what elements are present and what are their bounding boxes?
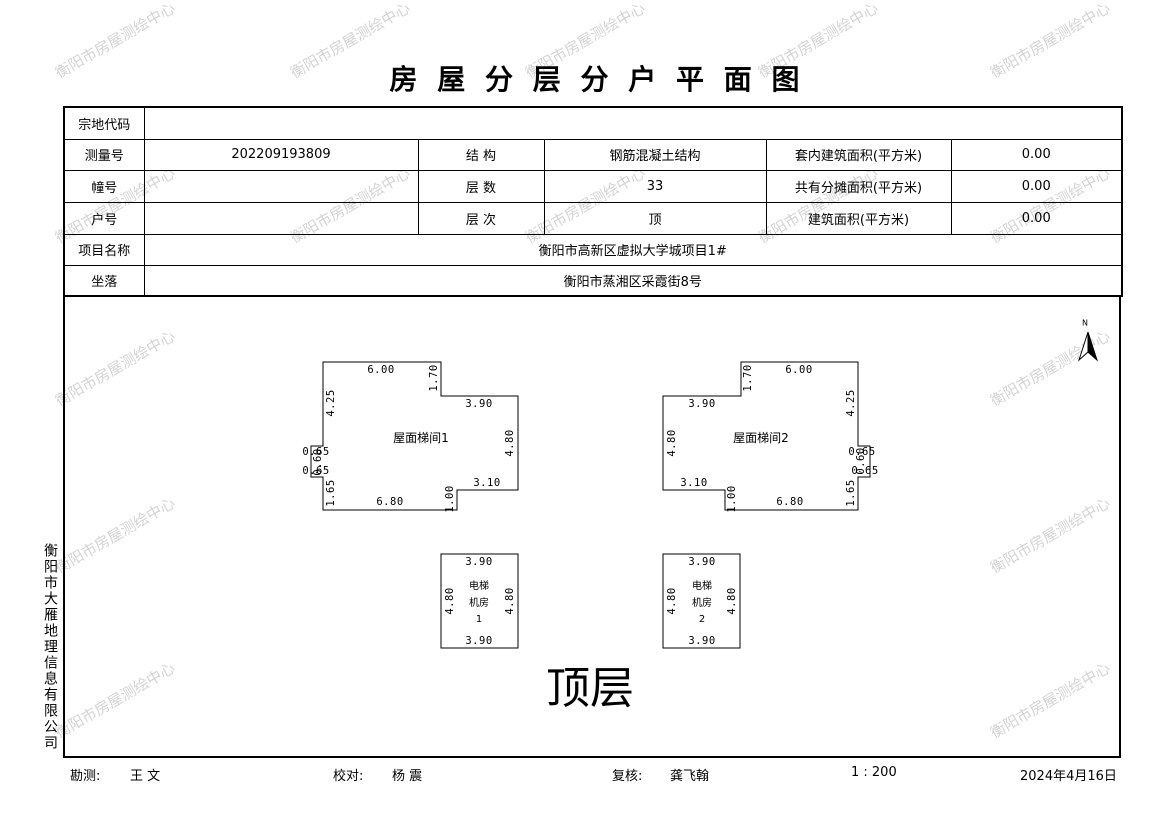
stair-room-2-outline bbox=[662, 361, 871, 511]
elevator-room-1-number: 1 bbox=[475, 614, 483, 625]
elevator-room-1-outline bbox=[440, 553, 519, 649]
dimension-label: 3.90 bbox=[465, 397, 493, 410]
dimension-label: 3.90 bbox=[688, 397, 716, 410]
inner-area-value: 0.00 bbox=[950, 138, 1123, 171]
survey-no-label: 测量号 bbox=[63, 138, 145, 171]
dimension-label: 6.80 bbox=[776, 495, 804, 508]
dimension-label: 1.65 bbox=[324, 479, 337, 507]
shared-area-value: 0.00 bbox=[950, 169, 1123, 203]
project-value: 衡阳市高新区虚拟大学城项目1# bbox=[143, 233, 1123, 266]
dimension-label: 1.00 bbox=[725, 485, 738, 513]
table-row: 项目名称 衡阳市高新区虚拟大学城项目1# bbox=[63, 233, 1123, 266]
stair-room-1-outline bbox=[310, 361, 519, 511]
location-value: 衡阳市蒸湘区采霞街8号 bbox=[143, 264, 1123, 297]
north-label: N bbox=[1082, 318, 1088, 328]
dimension-label: 1.70 bbox=[741, 364, 754, 392]
north-arrow-icon bbox=[1077, 331, 1099, 362]
inner-area-label: 套内建筑面积(平方米) bbox=[765, 138, 952, 171]
building-no-value bbox=[143, 169, 419, 203]
shared-area-label: 共有分摊面积(平方米) bbox=[765, 169, 952, 203]
dimension-label: 6.00 bbox=[785, 363, 813, 376]
table-row: 幢号 层 数 33 共有分摊面积(平方米) 0.00 bbox=[63, 169, 1123, 203]
dimension-label: 0.65 bbox=[851, 464, 879, 477]
dimension-label: 0.65 bbox=[848, 445, 876, 458]
document-title: 房 屋 分 层 分 户 平 面 图 bbox=[389, 63, 805, 96]
surveyor-label: 勘测: bbox=[70, 769, 101, 784]
dimension-label: 4.80 bbox=[503, 429, 516, 457]
checker-name: 杨 震 bbox=[392, 769, 423, 784]
dimension-label: 1.65 bbox=[844, 479, 857, 507]
dimension-label: 3.10 bbox=[680, 476, 708, 489]
stair-room-1-name: 屋面梯间1 bbox=[393, 431, 449, 445]
table-row: 测量号 202209193809 结 构 钢筋混凝土结构 套内建筑面积(平方米)… bbox=[63, 138, 1123, 171]
stair-room-2-name: 屋面梯间2 bbox=[733, 431, 789, 445]
dimension-label: 4.80 bbox=[725, 587, 738, 615]
dimension-label: 1.70 bbox=[427, 364, 440, 392]
floors-value: 33 bbox=[543, 169, 767, 203]
checker-label: 校对: bbox=[333, 769, 364, 784]
dimension-label: 6.80 bbox=[376, 495, 404, 508]
location-label: 坐落 bbox=[63, 264, 145, 297]
elevator-room-2-outline bbox=[662, 553, 741, 649]
building-area-value: 0.00 bbox=[950, 201, 1123, 235]
dimension-label: 1.00 bbox=[443, 485, 456, 513]
building-no-label: 幢号 bbox=[63, 169, 145, 203]
project-label: 项目名称 bbox=[63, 233, 145, 266]
dimension-label: 0.65 bbox=[302, 464, 330, 477]
scale-text: 1 : 200 bbox=[851, 765, 897, 780]
elevator-room-2-name-line2: 机房 bbox=[692, 598, 712, 609]
table-row: 坐落 衡阳市蒸湘区采霞街8号 bbox=[63, 264, 1123, 297]
property-info-table: 宗地代码 测量号 202209193809 结 构 钢筋混凝土结构 套内建筑面积… bbox=[63, 106, 1124, 297]
dimension-label: 6.00 bbox=[367, 363, 395, 376]
dimension-label: 4.80 bbox=[443, 587, 456, 615]
elevator-room-2-number: 2 bbox=[698, 614, 706, 625]
dimension-label: 4.25 bbox=[324, 389, 337, 417]
reviewer-label: 复核: bbox=[612, 769, 643, 784]
floor-label: 顶层 bbox=[546, 663, 634, 714]
dimension-label: 4.80 bbox=[665, 587, 678, 615]
surveyor-name: 王 文 bbox=[130, 769, 161, 784]
dimension-label: 4.25 bbox=[844, 389, 857, 417]
date-text: 2024年4月16日 bbox=[1020, 769, 1117, 784]
reviewer-name: 龚飞翰 bbox=[670, 769, 710, 784]
elevator-room-2-name-line1: 电梯 bbox=[692, 581, 712, 592]
unit-no-label: 户号 bbox=[63, 201, 145, 235]
dimension-label: 3.90 bbox=[688, 634, 716, 647]
dimension-label: 3.90 bbox=[688, 555, 716, 568]
dimension-label: 3.90 bbox=[465, 634, 493, 647]
dimension-label: 3.10 bbox=[473, 476, 501, 489]
drawing-frame bbox=[63, 295, 1121, 758]
dimension-label: 4.80 bbox=[665, 429, 678, 457]
dimension-label: 3.90 bbox=[465, 555, 493, 568]
elevator-room-1-name-line1: 电梯 bbox=[469, 581, 489, 592]
dimension-label: 4.80 bbox=[503, 587, 516, 615]
company-name: 衡阳市大雁地理信息有限公司 bbox=[42, 543, 58, 751]
table-row: 户号 层 次 顶 建筑面积(平方米) 0.00 bbox=[63, 201, 1123, 235]
elevator-room-1-name-line2: 机房 bbox=[469, 598, 489, 609]
dimension-label: 0.65 bbox=[302, 445, 330, 458]
structure-label: 结 构 bbox=[417, 138, 545, 171]
